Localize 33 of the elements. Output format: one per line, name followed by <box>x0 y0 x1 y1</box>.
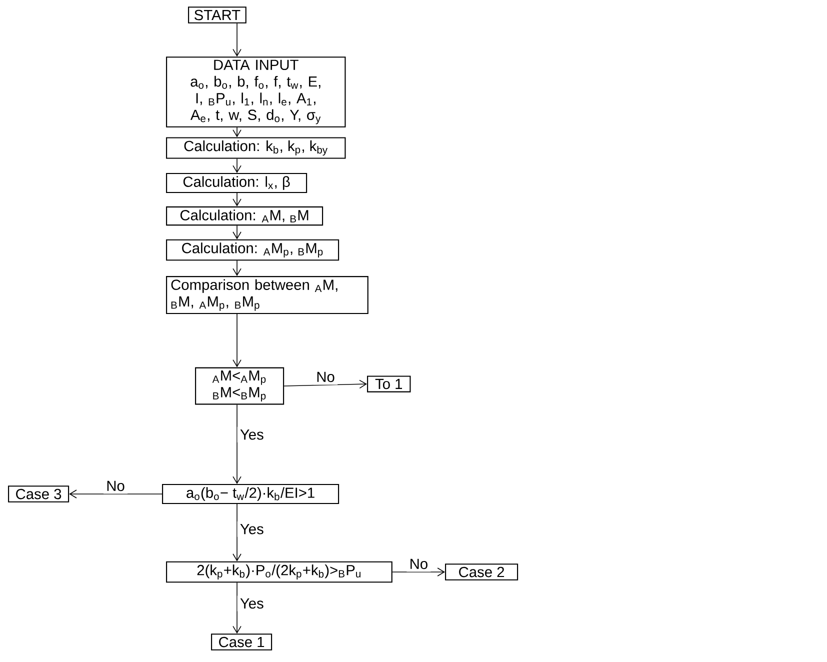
edge-label: Yes <box>240 598 264 609</box>
terminal-box: START <box>188 6 246 24</box>
process-box: Calculation: $_{A}$M$_{p}$, $_{B}$M$_{p}$ <box>166 239 340 261</box>
arrow <box>392 568 445 576</box>
process-box: Calculation: k$_{b}$, k$_{p}$, k$_{by}$ <box>166 137 346 159</box>
terminal-box: Case 3 <box>8 486 70 502</box>
arrow <box>232 582 242 634</box>
decision-box: a$_{o}$(b$_{o}$− t$_{w}$/2)·k$_{b}$/EI>1 <box>162 484 340 504</box>
process-box: Calculation: l$_{x}$, β <box>166 172 308 194</box>
arrow <box>232 504 242 562</box>
arrow <box>284 380 367 389</box>
arrow <box>69 490 162 498</box>
edge-label: No <box>410 558 428 570</box>
process-box: Comparison between $_{A}$M, $_{B}$M, $_{A}$M$_{p}$, $_{B}$M$_{p}$ <box>166 276 368 314</box>
arrow <box>232 404 242 484</box>
process-box: DATA INPUT a$_{o}$, b$_{o}$, b, f$_{o}$, f, t$_{w}$, E, I, $_{B}$P$_{u}$, l$_{1}$, l$_{n}$, l$_{e}$, A$_{1}$, A$_{e}$, t, w, S, d$_{o}$, Y, σ$_{y}$ <box>166 56 346 128</box>
arrow <box>232 260 242 276</box>
arrow <box>232 23 242 57</box>
arrow <box>232 158 242 173</box>
terminal-box: Case 2 <box>445 564 518 580</box>
edge-label: No <box>317 372 334 382</box>
arrow <box>232 192 242 206</box>
decision-box: $_{A}$M<$_{A}$M$_{p}$ $_{B}$M<$_{B}$M$_{p}$ <box>195 367 284 405</box>
terminal-box: To 1 <box>367 376 411 392</box>
edge-label: No <box>107 480 124 492</box>
terminal-box: Case 1 <box>211 634 272 650</box>
decision-box: 2(k$_{p}$+k$_{b}$)·P$_{o}$/(2k$_{p}$+k$_{b}$)>$_{B}$P$_{u}$ <box>166 561 392 583</box>
process-box: Calculation: $_{A}$M, $_{B}$M <box>166 206 324 226</box>
arrow <box>232 127 242 138</box>
edge-label: Yes <box>240 524 264 534</box>
edge-label: Yes <box>240 430 264 440</box>
arrow <box>232 314 242 368</box>
arrow <box>232 225 242 240</box>
